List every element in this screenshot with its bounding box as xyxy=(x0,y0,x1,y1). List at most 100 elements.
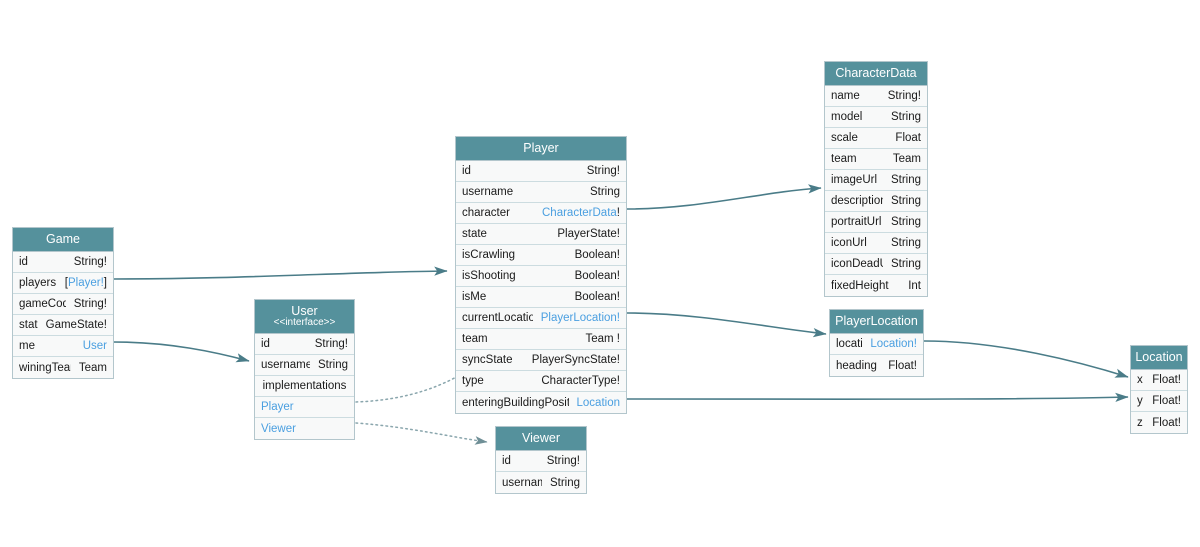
field-type: Boolean! xyxy=(574,249,620,262)
field-row[interactable]: imageUrl String xyxy=(825,170,927,192)
field-row[interactable]: username String xyxy=(456,182,626,204)
field-type: CharacterType! xyxy=(541,375,620,388)
entity-viewer-title: Viewer xyxy=(522,431,560,445)
edge-player-currentlocation-to-playerlocation xyxy=(626,312,827,338)
entity-location-title: Location xyxy=(1135,350,1183,364)
entity-location-header: Location xyxy=(1131,346,1187,371)
field-row[interactable]: x Float! xyxy=(1131,370,1187,392)
edge-game-me-to-user xyxy=(112,341,250,363)
field-row[interactable]: isShooting Boolean! xyxy=(456,266,626,288)
field-name: id xyxy=(261,338,270,351)
field-type: Float! xyxy=(1152,395,1181,408)
field-type-ref[interactable]: PlayerLocation! xyxy=(540,312,620,325)
entity-location[interactable]: Location x Float! y Float! z Float! xyxy=(1130,345,1188,435)
field-type-ref[interactable]: Player! xyxy=(68,277,104,290)
field-row[interactable]: portraitUrl String xyxy=(825,212,927,234)
field-row[interactable]: scale Float xyxy=(825,128,927,150)
field-row[interactable]: me User xyxy=(13,336,113,358)
entity-character-data[interactable]: CharacterData name String! model String … xyxy=(824,61,928,298)
field-row[interactable]: username String xyxy=(255,355,354,377)
implementations-label: implementations xyxy=(262,380,347,393)
field-type: [Player!] xyxy=(65,277,107,289)
field-type: PlayerSyncState! xyxy=(531,354,620,367)
entity-user[interactable]: User <<interface>> id String! username S… xyxy=(254,299,355,441)
entity-character-data-title: CharacterData xyxy=(835,66,917,80)
field-type: Team ! xyxy=(585,333,620,346)
field-type-ref[interactable]: Location xyxy=(576,396,620,409)
field-type: Float! xyxy=(1152,374,1181,387)
field-name: id xyxy=(462,165,471,178)
field-row[interactable]: z Float! xyxy=(1131,412,1187,434)
field-name: heading xyxy=(836,359,877,372)
edge-user-implements-viewer xyxy=(355,422,488,445)
field-row[interactable]: iconUrl String xyxy=(825,233,927,255)
field-type: Boolean! xyxy=(574,291,620,304)
field-row[interactable]: team Team xyxy=(825,149,927,171)
field-row[interactable]: team Team ! xyxy=(456,329,626,351)
field-row[interactable]: name String! xyxy=(825,86,927,108)
implementation-row-viewer[interactable]: Viewer xyxy=(255,418,354,440)
entity-player-location-title: PlayerLocation xyxy=(835,314,918,328)
entity-game-title: Game xyxy=(45,232,81,246)
field-row[interactable]: id String! xyxy=(496,451,586,473)
edge-player-enteringbuildingposition-to-location xyxy=(626,392,1129,402)
field-row[interactable]: isCrawling Boolean! xyxy=(456,245,626,267)
field-row[interactable]: state GameState! xyxy=(13,315,113,337)
field-row[interactable]: players [Player!] xyxy=(13,273,113,295)
entity-user-title: User xyxy=(291,304,318,318)
field-name: username xyxy=(261,359,310,372)
field-row[interactable]: id String! xyxy=(255,334,354,356)
implementation-link[interactable]: Viewer xyxy=(261,422,296,435)
field-type: String! xyxy=(546,455,580,468)
field-row[interactable]: iconDeadUrl String xyxy=(825,254,927,276)
field-row[interactable]: heading Float! xyxy=(830,355,923,377)
field-row[interactable]: gameCode String! xyxy=(13,294,113,316)
field-row[interactable]: id String! xyxy=(13,252,113,274)
field-type: String! xyxy=(586,165,620,178)
field-type-prefix: [ xyxy=(64,277,68,290)
field-name: isMe xyxy=(462,291,487,304)
field-name: state xyxy=(19,319,38,332)
field-row[interactable]: description String xyxy=(825,191,927,213)
field-name: imageUrl xyxy=(831,174,878,187)
field-type: String! xyxy=(887,90,921,103)
field-name: gameCode xyxy=(19,298,66,311)
entity-viewer[interactable]: Viewer id String! username String xyxy=(495,426,587,495)
field-name: iconUrl xyxy=(831,237,867,250)
entity-user-header: User <<interface>> xyxy=(255,300,354,335)
field-type: String! xyxy=(73,256,107,269)
field-name: y xyxy=(1137,395,1143,408)
entity-player-title: Player xyxy=(523,141,559,155)
field-type: PlayerState! xyxy=(557,228,620,241)
field-row[interactable]: enteringBuildingPosition Location xyxy=(456,392,626,414)
field-type: String xyxy=(890,111,921,124)
field-type-ref[interactable]: Location! xyxy=(870,338,917,351)
field-type-ref[interactable]: User xyxy=(82,340,107,353)
entity-game[interactable]: Game id String! players [Player!] gameCo… xyxy=(12,227,114,380)
field-row[interactable]: model String xyxy=(825,107,927,129)
field-row[interactable]: syncState PlayerSyncState! xyxy=(456,350,626,372)
field-row[interactable]: type CharacterType! xyxy=(456,371,626,393)
field-type: String xyxy=(549,476,580,489)
field-row[interactable]: id String! xyxy=(456,161,626,183)
implementation-row-player[interactable]: Player xyxy=(255,397,354,419)
entity-player-header: Player xyxy=(456,137,626,162)
field-row[interactable]: state PlayerState! xyxy=(456,224,626,246)
field-name: winingTeam xyxy=(19,361,71,374)
entity-game-header: Game xyxy=(13,228,113,253)
field-row[interactable]: winingTeam Team xyxy=(13,357,113,379)
field-row[interactable]: location Location! xyxy=(830,334,923,356)
field-type: CharacterData! xyxy=(542,207,620,219)
field-type-suffix: ] xyxy=(103,277,107,290)
field-type-ref[interactable]: CharacterData xyxy=(542,207,617,220)
field-row[interactable]: username String xyxy=(496,472,586,494)
field-row[interactable]: isMe Boolean! xyxy=(456,287,626,309)
implementation-link[interactable]: Player xyxy=(261,401,294,414)
field-row[interactable]: character CharacterData! xyxy=(456,203,626,225)
field-row[interactable]: y Float! xyxy=(1131,391,1187,413)
entity-player-location[interactable]: PlayerLocation location Location! headin… xyxy=(829,309,924,378)
field-row[interactable]: fixedHeight Int xyxy=(825,275,927,297)
entity-player[interactable]: Player id String! username String charac… xyxy=(455,136,627,415)
field-row[interactable]: currentLocation PlayerLocation! xyxy=(456,308,626,330)
